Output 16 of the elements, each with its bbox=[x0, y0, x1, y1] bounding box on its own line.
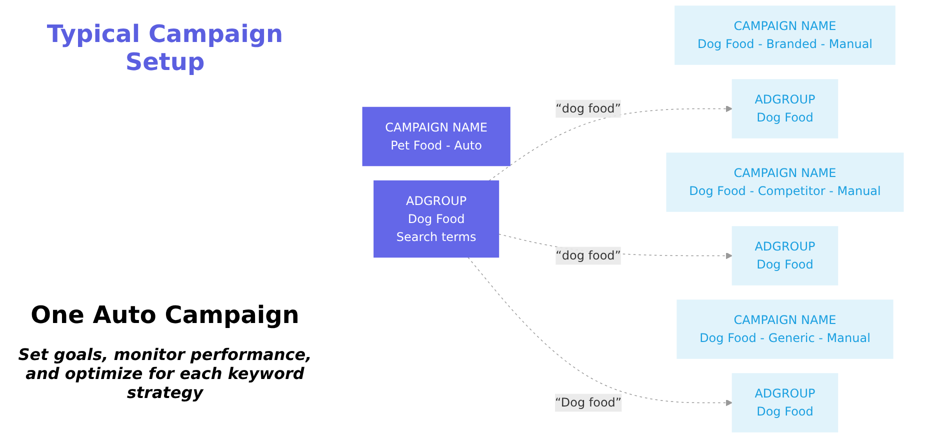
note: Set goals, monitor performance, and optimize for each keyword strategy bbox=[17, 345, 313, 402]
edge-label: “dog food” bbox=[556, 101, 621, 116]
arrow bbox=[468, 256, 733, 406]
node-box: ADGROUP Dog Food bbox=[732, 79, 838, 138]
node-box: ADGROUP Dog Food Search terms bbox=[374, 180, 500, 258]
title: Typical Campaign Setup bbox=[46, 20, 284, 76]
node-box: ADGROUP Dog Food bbox=[732, 373, 838, 432]
heading: One Auto Campaign bbox=[30, 301, 300, 329]
edge-label: “dog food” bbox=[556, 248, 621, 262]
node-box: CAMPAIGN NAME Dog Food - Competitor - Manual bbox=[666, 152, 904, 212]
node-box: CAMPAIGN NAME Dog Food - Branded - Manual bbox=[674, 6, 896, 65]
node-box: CAMPAIGN NAME Dog Food - Generic - Manual bbox=[676, 300, 894, 359]
node-box: CAMPAIGN NAME Pet Food - Auto bbox=[362, 106, 510, 166]
node-box: ADGROUP Dog Food bbox=[732, 226, 838, 286]
arrow bbox=[488, 105, 733, 182]
edge-label: “Dog food” bbox=[555, 395, 622, 410]
